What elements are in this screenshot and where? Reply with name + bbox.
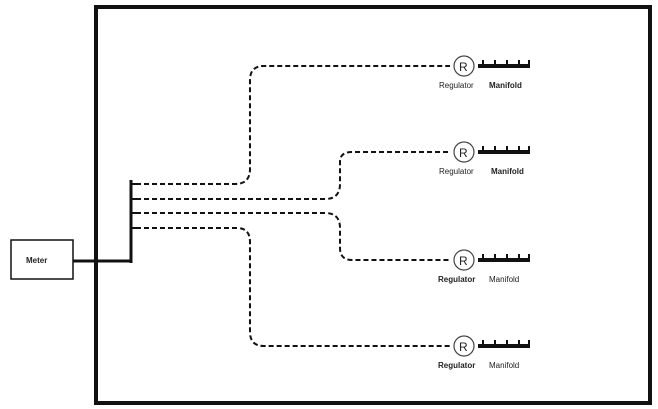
branch-line-4	[136, 227, 450, 347]
meter-box	[10, 239, 74, 280]
branch-line-1	[136, 65, 450, 185]
regulator-letter: R	[459, 60, 468, 74]
manifold-icon	[478, 340, 530, 348]
regulator-label: Regulator	[439, 81, 474, 90]
regulator-label: Regulator	[439, 167, 474, 176]
manifold-icon	[478, 254, 530, 262]
manifold-label: Manifold	[489, 81, 522, 90]
manifold-label: Manifold	[491, 167, 524, 176]
manifold-label: Manifold	[489, 275, 519, 284]
regulator-letter: R	[459, 146, 468, 160]
regulator-label: Regulator	[438, 361, 475, 370]
regulator-letter: R	[459, 254, 468, 268]
branch-line-2	[136, 151, 450, 200]
branch-1: R Regulator Manifold	[439, 55, 530, 90]
service-line	[73, 180, 133, 263]
regulator-symbol	[453, 335, 475, 357]
branch-4: R Regulator Manifold	[438, 335, 530, 370]
branch-3: R Regulator Manifold	[438, 249, 530, 284]
regulator-symbol	[453, 249, 475, 271]
branch-2: R Regulator Manifold	[439, 141, 530, 176]
meter: Meter	[10, 239, 74, 280]
meter-label: Meter	[26, 256, 47, 265]
regulator-symbol	[453, 55, 475, 77]
building-boundary	[94, 5, 652, 405]
manifold-icon	[478, 60, 530, 68]
manifold-label: Manifold	[489, 361, 519, 370]
regulator-letter: R	[459, 340, 468, 354]
regulator-symbol	[453, 141, 475, 163]
manifold-icon	[478, 146, 530, 154]
regulator-label: Regulator	[438, 275, 475, 284]
header-stubs	[131, 183, 136, 229]
branch-line-3	[136, 212, 450, 261]
